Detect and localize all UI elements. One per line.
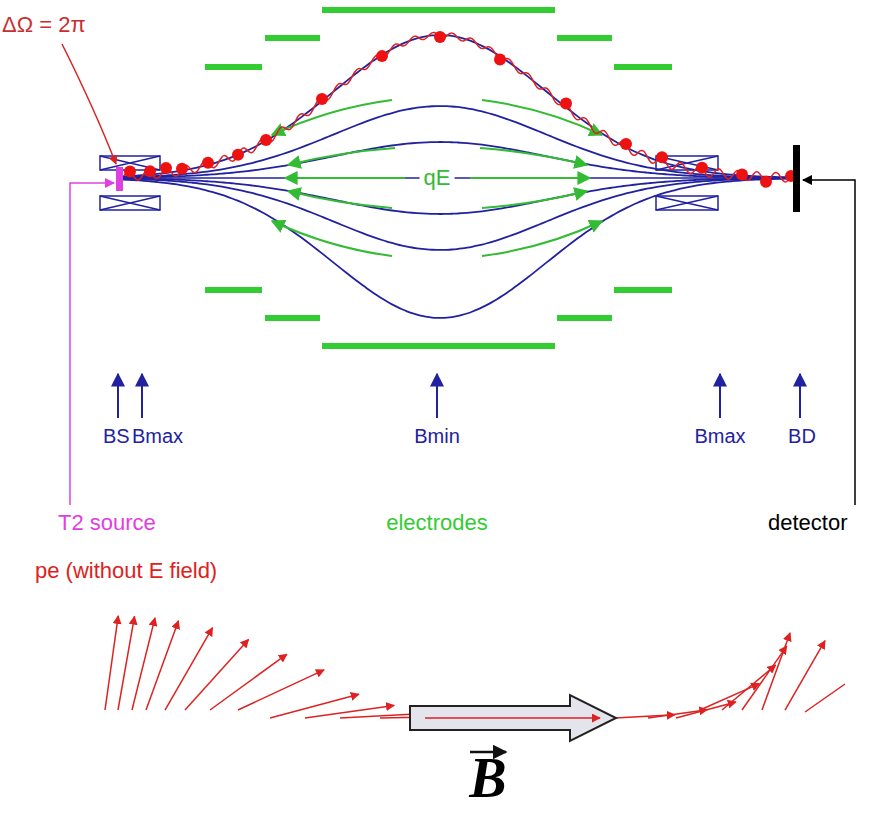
momentum-arrow	[238, 670, 324, 710]
beam-axis	[122, 177, 795, 179]
momentum-arrow	[648, 710, 707, 718]
field-direction-arrow	[410, 695, 616, 741]
field-position-label: Bmax	[132, 425, 183, 448]
electron-dot	[260, 134, 272, 146]
momentum-arrow	[676, 702, 736, 718]
leader-line	[70, 183, 114, 505]
momentum-line	[805, 684, 845, 712]
momentum-arrow	[146, 621, 178, 710]
trajectory-path	[124, 33, 792, 182]
electron-dot	[696, 162, 708, 174]
electron-dot	[494, 53, 506, 65]
momentum-arrow	[785, 641, 825, 710]
field-line	[122, 142, 792, 178]
electron-dot	[376, 50, 388, 62]
momentum-arrow	[425, 717, 600, 719]
momentum-arrow	[105, 616, 118, 710]
part-label: electrodes	[386, 510, 488, 535]
magnetic-field-lines	[122, 35, 792, 318]
electron-dot	[656, 151, 668, 163]
momentum-arrow	[270, 694, 359, 718]
momentum-arrow	[185, 639, 249, 710]
electron-dot	[316, 93, 328, 105]
detector-plate	[793, 145, 800, 212]
electron-trajectory	[124, 31, 797, 188]
field-position-label: BS	[103, 425, 130, 448]
momentum-arrow	[762, 633, 790, 710]
momentum-arrow	[210, 654, 287, 710]
leader-line	[62, 44, 116, 164]
field-line	[122, 106, 792, 178]
momentum-arrow	[742, 646, 787, 710]
force-arrow	[272, 100, 602, 256]
position-marker	[118, 374, 800, 418]
electron-dot	[736, 169, 748, 181]
field-position-label: Bmin	[414, 425, 460, 448]
field-position-label: BD	[788, 425, 816, 448]
electron-dot	[760, 176, 772, 188]
electron-dot	[560, 97, 572, 109]
field-line	[122, 179, 792, 318]
solenoid-coil	[100, 156, 718, 210]
electron-dot	[232, 149, 244, 161]
part-label: T2 source	[58, 510, 156, 535]
electron-dot	[160, 162, 172, 174]
field-line	[122, 178, 792, 250]
leader-line	[803, 180, 855, 505]
part-label: detector	[768, 510, 848, 535]
electron-dot	[144, 165, 156, 177]
momentum-arrow	[118, 616, 134, 710]
electron-dot	[124, 166, 136, 178]
electron-dot	[176, 163, 188, 175]
solid-angle-label: ΔΩ = 2π	[2, 12, 86, 37]
electron-dot	[202, 157, 214, 169]
force-label: qE	[420, 165, 455, 190]
momentum-arrows	[105, 616, 845, 718]
momentum-arrow	[165, 628, 213, 710]
momentum-arrow	[722, 665, 776, 710]
note-label: pe (without E field)	[35, 558, 217, 583]
electron-dot	[620, 138, 632, 150]
electron-dot	[434, 31, 446, 43]
tritium-source	[116, 167, 123, 191]
field-position-label: Bmax	[694, 425, 745, 448]
vector-label: B	[469, 750, 506, 806]
